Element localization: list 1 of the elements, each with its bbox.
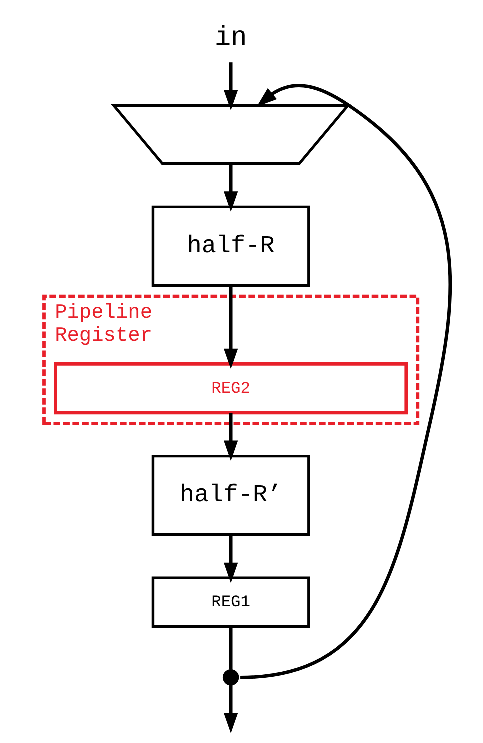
node-text: in [214, 22, 247, 54]
